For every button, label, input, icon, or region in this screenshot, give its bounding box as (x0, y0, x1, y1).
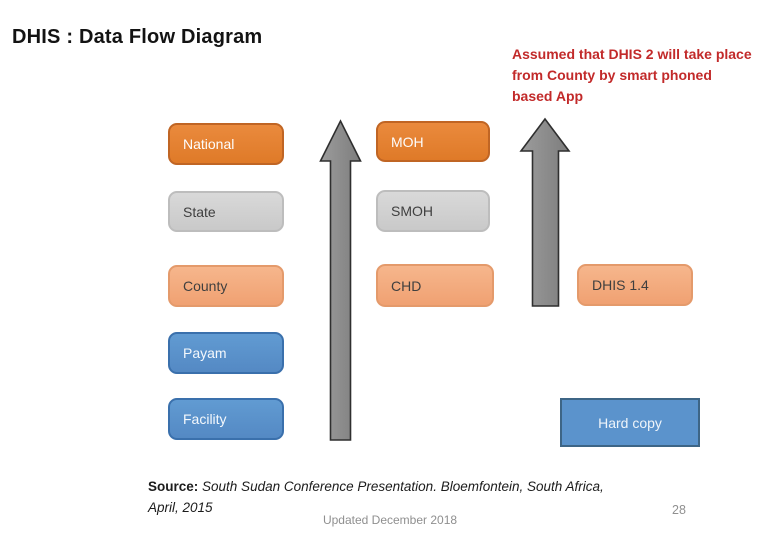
source-label: Source: (148, 479, 199, 494)
box-national-label: National (183, 136, 235, 152)
box-moh: MOH (376, 121, 490, 162)
box-facility: Facility (168, 398, 284, 440)
page-number: 28 (672, 503, 686, 517)
source-text: South Sudan Conference Presentation. Blo… (148, 479, 604, 515)
box-county: County (168, 265, 284, 307)
box-chd: CHD (376, 264, 494, 307)
page-title: DHIS : Data Flow Diagram (12, 26, 263, 48)
box-smoh-label: SMOH (391, 203, 433, 219)
box-county-label: County (183, 278, 228, 294)
box-national: National (168, 123, 284, 165)
box-chd-label: CHD (391, 277, 422, 294)
annotation-text: Assumed that DHIS 2 will take place from… (512, 46, 752, 104)
updated-note: Updated December 2018 (322, 513, 458, 527)
box-dhis-1-4-label: DHIS 1.4 (592, 277, 649, 293)
box-facility-label: Facility (183, 411, 227, 427)
box-hard-copy: Hard copy (560, 398, 700, 447)
box-smoh: SMOH (376, 190, 490, 232)
box-dhis-1-4: DHIS 1.4 (577, 264, 693, 306)
box-payam: Payam (168, 332, 284, 374)
box-hard-copy-label: Hard copy (598, 414, 662, 431)
up-arrow-left-icon (319, 119, 362, 441)
box-moh-label: MOH (391, 133, 424, 150)
box-state: State (168, 191, 284, 232)
up-arrow-right-icon (519, 117, 571, 307)
box-payam-label: Payam (183, 345, 227, 361)
source-citation: Source: South Sudan Conference Presentat… (148, 476, 626, 518)
box-state-label: State (183, 203, 216, 220)
